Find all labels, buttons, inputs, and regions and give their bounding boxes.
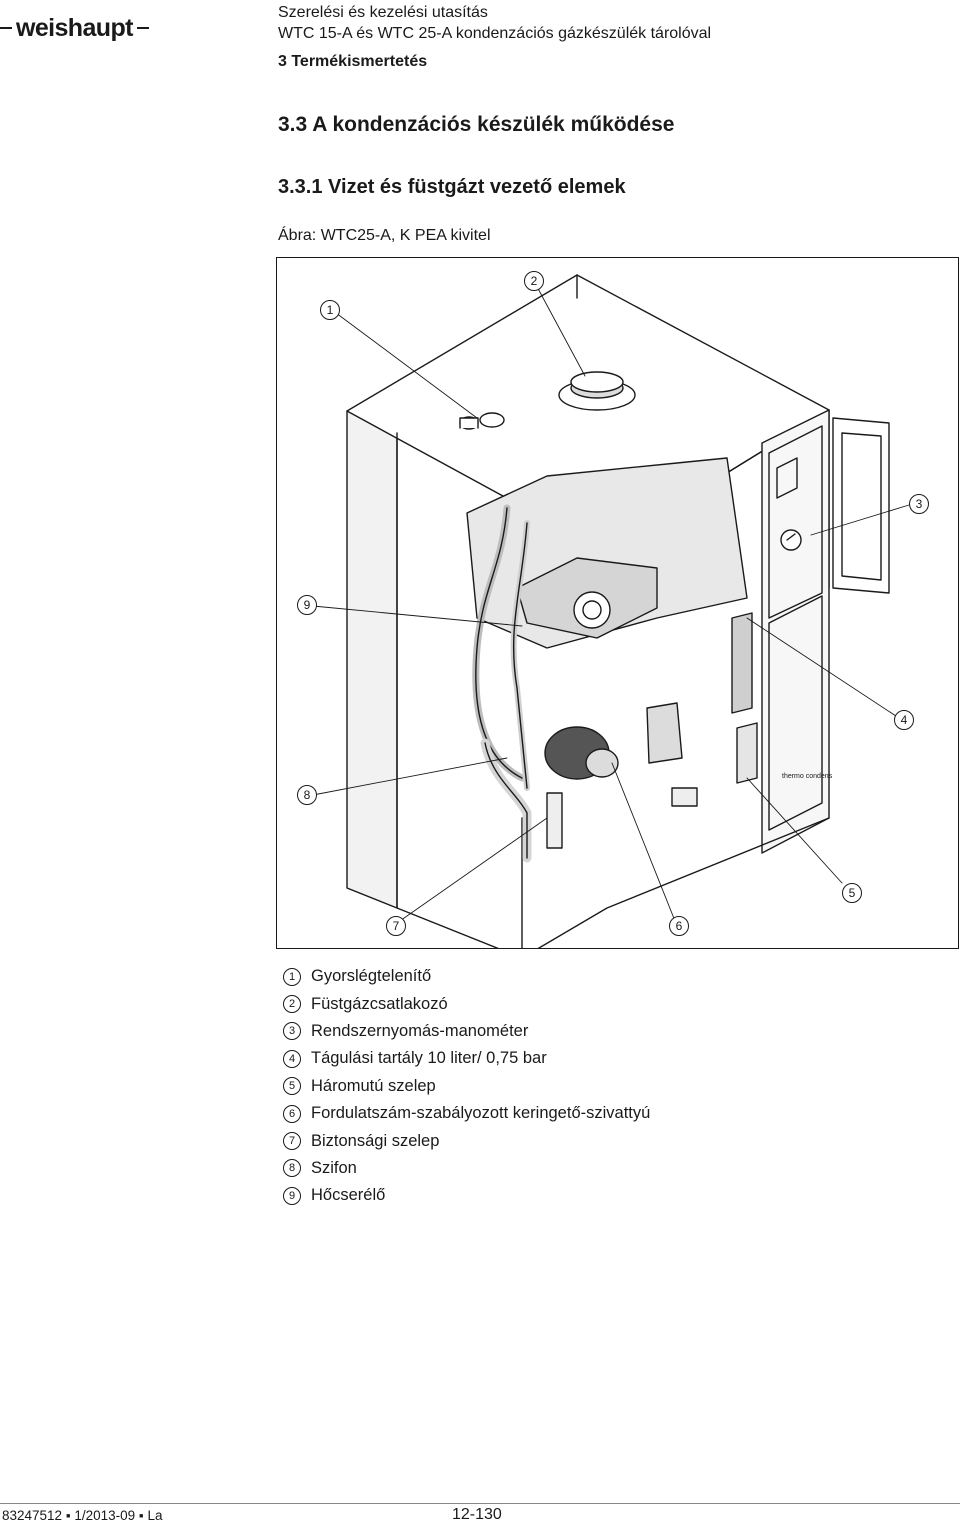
legend-item: 1 Gyorslégtelenítő	[283, 963, 650, 990]
document-title: Szerelési és kezelési utasítás WTC 15-A …	[278, 2, 711, 44]
legend-number: 9	[283, 1186, 301, 1205]
legend-item: 6 Fordulatszám-szabályozott keringető-szi…	[283, 1100, 650, 1127]
logo-dash-left	[0, 27, 12, 29]
legend-list: 1 Gyorslégtelenítő 2 Füstgázcsatlakozó 3 Re…	[283, 963, 650, 1210]
legend-item: 2 Füstgázcsatlakozó	[283, 990, 650, 1017]
callout-4: 4	[894, 710, 914, 730]
section-heading: 3.3 A kondenzációs készülék működése	[278, 113, 675, 136]
chapter-heading: 3 Termékismertetés	[278, 53, 428, 70]
legend-text: Gyorslégtelenítő	[311, 967, 432, 986]
page-number: 12-130	[452, 1506, 502, 1523]
legend-text: Rendszernyomás-manométer	[311, 1021, 529, 1040]
legend-item: 5 Háromutú szelep	[283, 1073, 650, 1100]
callout-7: 7	[386, 916, 406, 936]
legend-text: Háromutú szelep	[311, 1076, 436, 1095]
legend-item: 3 Rendszernyomás-manométer	[283, 1018, 650, 1045]
legend-number: 3	[283, 1022, 301, 1041]
logo-dash-right	[136, 27, 149, 29]
legend-number: 8	[283, 1159, 301, 1178]
footer-divider	[0, 1503, 960, 1504]
callout-1: 1	[320, 300, 340, 320]
callout-9: 9	[297, 595, 317, 615]
legend-item: 7 Biztonsági szelep	[283, 1127, 650, 1154]
legend-text: Biztonsági szelep	[311, 1131, 440, 1150]
legend-number: 5	[283, 1077, 301, 1096]
legend-text: Hőcserélő	[311, 1186, 386, 1205]
legend-item: 4 Tágulási tartály 10 liter/ 0,75 bar	[283, 1045, 650, 1072]
legend-text: Szifon	[311, 1158, 357, 1177]
legend-number: 4	[283, 1049, 301, 1068]
legend-text: Fordulatszám-szabályozott keringető-sziv…	[311, 1104, 651, 1123]
boiler-drawing: thermo condens	[312, 274, 910, 948]
legend-item: 8 Szifon	[283, 1155, 650, 1182]
figure-caption: Ábra: WTC25-A, K PEA kivitel	[278, 227, 491, 244]
legend-number: 6	[283, 1104, 301, 1123]
legend-text: Tágulási tartály 10 liter/ 0,75 bar	[311, 1049, 547, 1068]
callout-6: 6	[669, 916, 689, 936]
document-code: 83247512 ▪ 1/2013-09 ▪ La	[2, 1508, 163, 1523]
logo-text: weishaupt	[16, 13, 133, 42]
legend-number: 7	[283, 1132, 301, 1151]
callout-8: 8	[297, 785, 317, 805]
boiler-illustration: thermo condens	[276, 257, 959, 949]
document-title-line-2: WTC 15-A és WTC 25-A kondenzációs gázkés…	[278, 25, 712, 42]
document-title-line-1: Szerelési és kezelési utasítás	[278, 4, 488, 21]
legend-number: 1	[283, 967, 301, 986]
callout-5: 5	[842, 883, 862, 903]
device-brand-label: thermo condens	[782, 773, 833, 780]
legend-number: 2	[283, 995, 301, 1014]
weishaupt-logo: weishaupt	[0, 8, 149, 48]
callout-3: 3	[909, 494, 929, 514]
legend-text: Füstgázcsatlakozó	[311, 994, 448, 1013]
legend-item: 9 Hőcserélő	[283, 1182, 650, 1209]
subsection-heading: 3.3.1 Vizet és füstgázt vezető elemek	[278, 176, 626, 198]
callout-2: 2	[524, 271, 544, 291]
